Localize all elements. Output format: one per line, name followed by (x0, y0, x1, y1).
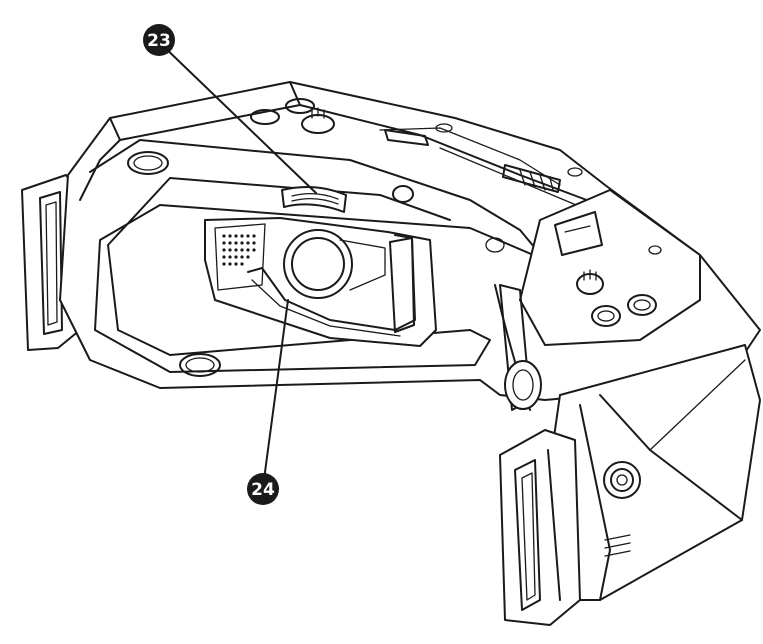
callout-23-label: 23 (147, 31, 171, 51)
right-side-panel (519, 189, 701, 346)
leader-line-24 (262, 299, 289, 488)
callout-24-label: 24 (251, 480, 275, 500)
lens-window (204, 217, 437, 347)
right-strap-mount (499, 429, 581, 626)
right-cushion (494, 284, 542, 411)
callout-23: 23 (143, 24, 175, 56)
speaker-mesh (222, 234, 256, 266)
leader-line-23 (158, 41, 317, 194)
callout-24: 24 (247, 473, 279, 505)
